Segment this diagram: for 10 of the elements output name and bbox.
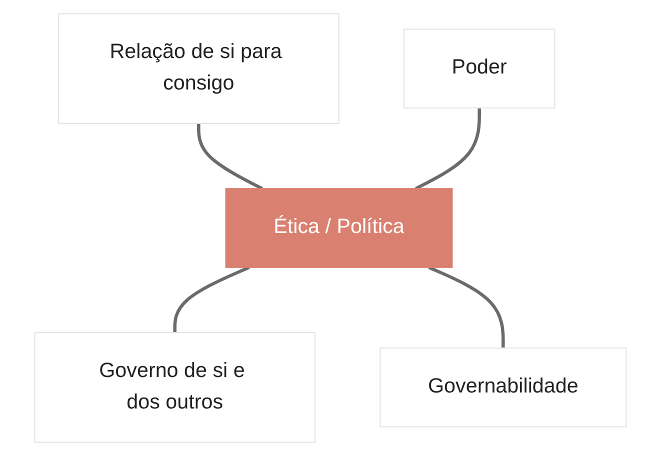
connector [172, 266, 250, 333]
node-box [403, 28, 555, 108]
node-box [34, 332, 316, 443]
node-box [58, 13, 339, 124]
connector [196, 123, 263, 190]
node-box [379, 348, 626, 428]
concept-diagram: Relação de si para consigo Poder Ética / Política Governo de si e dos outros Governabilidade [26, 5, 634, 451]
node-box [224, 188, 452, 268]
connector [414, 108, 481, 190]
connector [428, 266, 504, 348]
